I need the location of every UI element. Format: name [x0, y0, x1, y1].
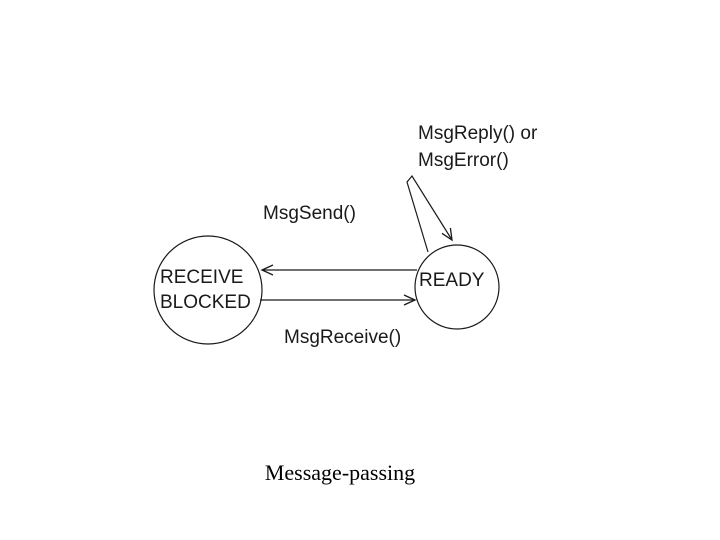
msg-receive-label: MsgReceive()	[284, 327, 401, 348]
msg-reply-label-line2: MsgError()	[418, 150, 509, 171]
msg-reply-label-line1: MsgReply() or	[418, 123, 538, 144]
transition-msg-receive: MsgReceive()	[260, 294, 417, 348]
diagram-caption-text: Message-passing	[264, 460, 416, 485]
state-receive-blocked-circle	[153, 235, 263, 345]
state-receive-blocked-line1: RECEIVE	[160, 267, 243, 288]
msg-send-label: MsgSend()	[263, 203, 356, 224]
msg-reply-loop	[406, 174, 453, 253]
state-ready-label: READY	[419, 270, 485, 291]
state-ready-circle	[414, 244, 500, 330]
state-ready: READY	[414, 244, 500, 330]
diagram-caption: Message-passing	[0, 460, 680, 486]
state-receive-blocked: RECEIVE BLOCKED	[153, 235, 263, 345]
transition-msg-reply: MsgReply() or MsgError()	[406, 123, 538, 253]
transition-msg-send: MsgSend()	[260, 203, 417, 276]
state-receive-blocked-line2: BLOCKED	[160, 292, 251, 313]
